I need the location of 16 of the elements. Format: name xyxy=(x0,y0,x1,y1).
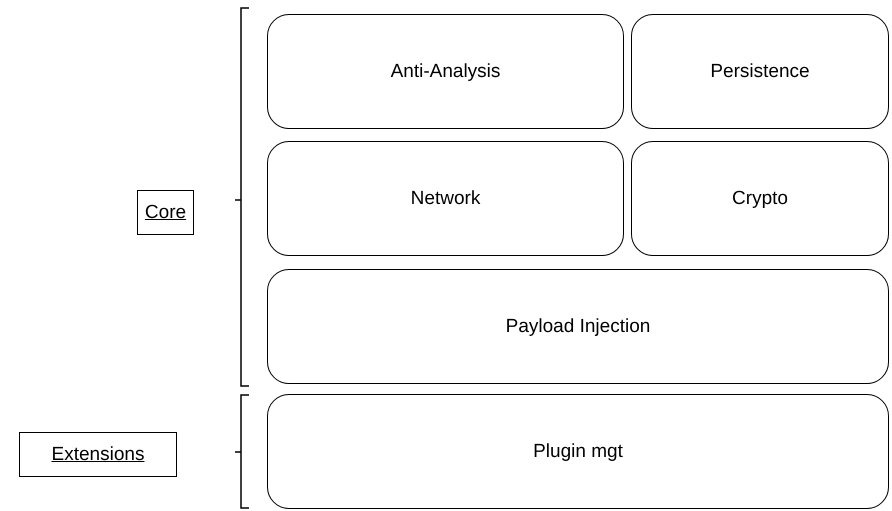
box-label: Anti-Analysis xyxy=(390,60,500,82)
group-label-box xyxy=(19,432,177,477)
module-box xyxy=(267,394,889,509)
box-label: Extensions xyxy=(52,444,144,466)
box-label: Crypto xyxy=(732,188,788,210)
box-label: Plugin mgt xyxy=(533,440,623,462)
box-label: Core xyxy=(144,202,186,224)
module-box xyxy=(267,14,624,129)
group-label-box xyxy=(137,190,194,235)
box-label: Payload Injection xyxy=(506,316,650,338)
box-label: Persistence xyxy=(710,60,810,82)
module-box xyxy=(267,269,889,384)
module-box xyxy=(631,141,889,256)
box-label: Network xyxy=(410,188,480,210)
module-box xyxy=(631,14,889,129)
module-box xyxy=(267,141,624,256)
